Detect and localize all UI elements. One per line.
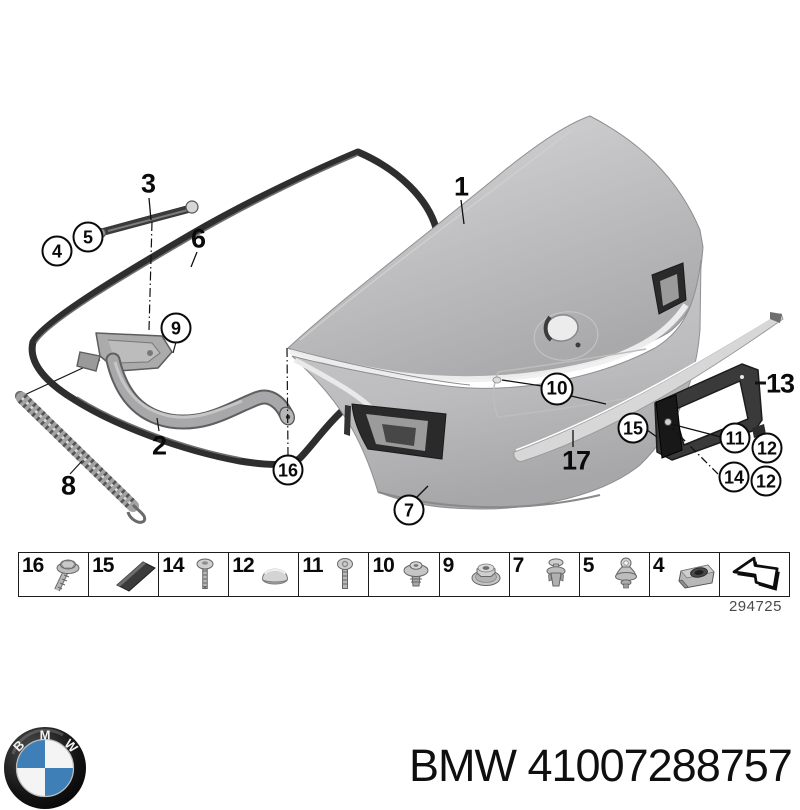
roundel-quadrant <box>45 768 74 797</box>
torsion-spring <box>14 390 147 524</box>
fastener-cell-11: 11 <box>299 553 370 596</box>
callout-12: 12 <box>751 432 783 464</box>
callout-7: 7 <box>393 494 425 526</box>
fastener-cell-9: 9 <box>440 553 510 596</box>
make-label: BMW <box>409 740 517 791</box>
part-number-title: BMW 41007288757 <box>409 740 793 792</box>
callout-1: 1 <box>453 171 469 202</box>
fastener-cell-15: 15 <box>89 553 160 596</box>
tapping-screw-icon <box>183 555 227 595</box>
fastener-cell-14: 14 <box>159 553 230 596</box>
callout-8: 8 <box>60 470 76 501</box>
callout-17: 17 <box>561 445 591 476</box>
parts-diagram: 1 3 6 2 8 17 13 4 5 9 16 7 10 15 11 12 1… <box>14 115 795 526</box>
fastener-cell-4: 4 <box>650 553 720 596</box>
roundel-quadrant <box>16 739 45 768</box>
cap-plug-icon <box>261 567 289 585</box>
hinge-arm <box>105 352 295 432</box>
adhesive-pad-icon <box>116 561 156 591</box>
callout-11: 11 <box>719 422 751 454</box>
ball-stud-clip-icon <box>614 557 637 588</box>
callout-4: 4 <box>41 235 73 267</box>
diagram-drawing <box>14 115 784 524</box>
callout-14: 14 <box>718 461 750 493</box>
callout-12b: 12 <box>750 465 782 497</box>
callout-9: 9 <box>160 312 192 344</box>
callout-3: 3 <box>140 168 156 199</box>
flange-nut-icon <box>471 563 501 586</box>
callout-15: 15 <box>617 412 649 444</box>
fastener-number: 12 <box>232 554 254 577</box>
callout-10: 10 <box>540 372 574 406</box>
fastener-number: 15 <box>92 554 114 577</box>
spoiler-strip <box>513 312 784 462</box>
fastener-cell-5: 5 <box>580 553 650 596</box>
fastener-table: 16 15 14 12 11 10 9 7 5 4 <box>18 552 790 597</box>
callout-16: 16 <box>272 454 304 486</box>
fastener-number: 5 <box>582 554 595 577</box>
fastener-number: 9 <box>442 554 455 577</box>
gas-strut <box>95 200 199 239</box>
expanding-clip-icon <box>546 557 566 586</box>
fastener-cell-10: 10 <box>369 553 440 596</box>
callout-13: 13 <box>765 368 795 399</box>
leader-line-strut <box>148 221 153 331</box>
bmw-roundel-logo: B M W <box>4 727 86 809</box>
fastener-cell-16: 16 <box>19 553 90 596</box>
hinge-bracket <box>76 332 177 372</box>
fastener-cell-12: 12 <box>229 553 300 596</box>
grommet-icon <box>403 560 429 586</box>
fastener-number: 11 <box>302 554 323 577</box>
return-arrow-icon <box>733 556 782 592</box>
cage-nut-icon <box>678 564 715 588</box>
part-number-value: 41007288757 <box>527 740 793 791</box>
fastener-cell-arrow <box>720 553 789 596</box>
drawing-number: 294725 <box>728 598 782 615</box>
callout-5: 5 <box>72 221 104 253</box>
leader-lines <box>148 197 766 499</box>
fastener-cell-7: 7 <box>510 553 580 596</box>
fastener-number: 16 <box>22 554 44 577</box>
fastener-number: 14 <box>162 554 184 577</box>
callout-6: 6 <box>190 223 206 254</box>
fastener-number: 10 <box>372 554 394 577</box>
torx-screw-icon <box>323 555 367 595</box>
callout-2: 2 <box>151 430 167 461</box>
logo-letter-m: M <box>40 728 51 743</box>
screw-washer-icon <box>43 555 87 595</box>
fastener-number: 4 <box>652 554 665 577</box>
fastener-number: 7 <box>512 554 525 577</box>
trunk-lid <box>287 115 704 510</box>
